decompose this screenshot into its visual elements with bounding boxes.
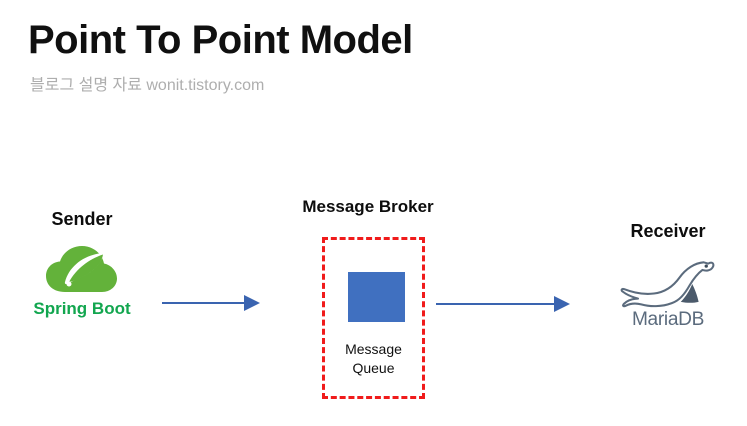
message-queue-caption-line2: Queue	[352, 359, 395, 376]
message-queue-caption-line1: Message	[345, 341, 402, 357]
svg-text:MariaDB: MariaDB	[632, 309, 704, 330]
message-broker-box: Message Queue	[322, 237, 425, 399]
page-title: Point To Point Model	[28, 18, 413, 62]
receiver-label: Receiver	[630, 221, 706, 241]
message-queue-rect	[348, 272, 405, 322]
arrow-broker-to-receiver-icon	[436, 296, 570, 312]
message-queue-caption: Message Queue	[325, 340, 422, 378]
arrow-sender-to-broker-icon	[162, 295, 260, 311]
spring-boot-icon	[46, 245, 117, 292]
sender-label: Sender	[51, 209, 113, 229]
mariadb-icon: MariaDB	[620, 261, 715, 330]
sender-node: Sender Spring Boot	[18, 209, 146, 340]
message-broker-label: Message Broker	[302, 197, 434, 216]
page-subtitle: 블로그 설명 자료 wonit.tistory.com	[30, 77, 265, 94]
sender-caption: Spring Boot	[33, 298, 131, 318]
receiver-node: Receiver MariaDB	[598, 221, 738, 342]
